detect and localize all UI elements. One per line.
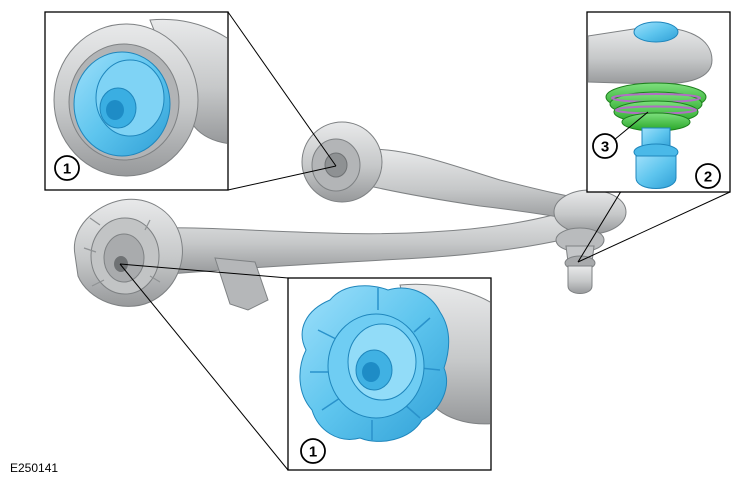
control-arm [73, 121, 627, 311]
inset-rear-bushing: 1 [287, 277, 492, 471]
arm-web [214, 257, 269, 311]
callout-2 [695, 163, 721, 189]
callout-2-label: 2 [704, 169, 712, 186]
leader-callout-3 [613, 111, 649, 141]
leader-inset1-top [227, 11, 337, 167]
leader-inset3-bottom [119, 263, 289, 471]
callout-1-rear [300, 438, 326, 464]
ball-joint-housing [553, 189, 627, 294]
callout-3 [592, 133, 618, 159]
inset-ball-joint: 3 2 [586, 11, 731, 193]
figure-id: E250141 [10, 461, 59, 475]
leader-inset2-bottom [577, 191, 731, 263]
front-bushing-eye [301, 121, 383, 203]
callout-3-label: 3 [601, 139, 609, 156]
rear-bushing-eye [73, 198, 183, 307]
leader-inset1-bottom [227, 165, 337, 191]
callout-1-front-label: 1 [63, 161, 71, 178]
callout-1-rear-label: 1 [309, 444, 317, 461]
callout-1-front [54, 155, 80, 181]
inset-front-bushing: 1 [44, 11, 229, 191]
leader-inset3-top [119, 263, 289, 279]
